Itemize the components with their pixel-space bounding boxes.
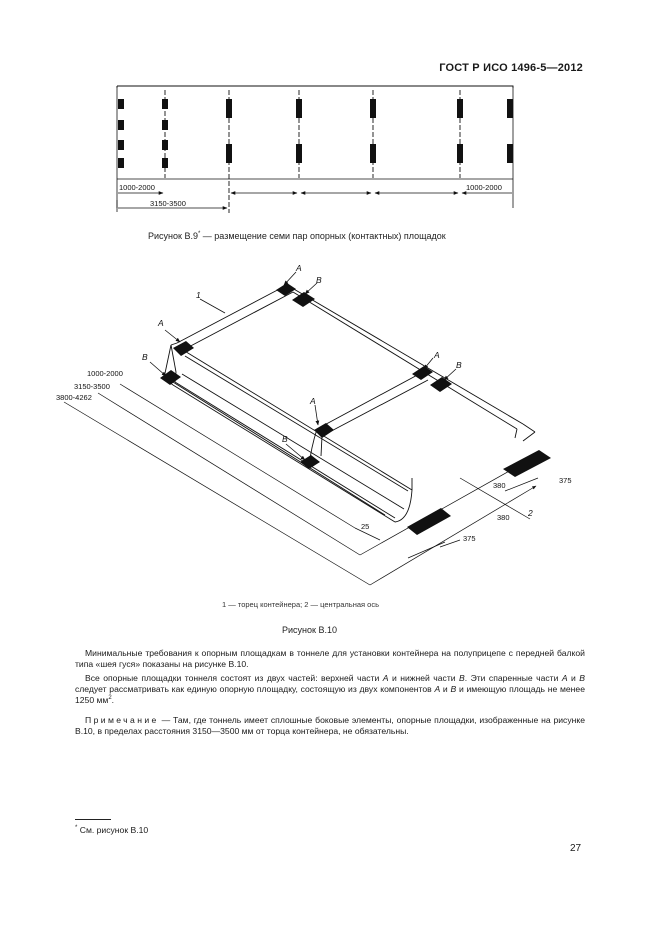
figure-b9-caption-mark: * (197, 231, 201, 237)
figure-b10-dims: 1000-2000 3150-3500 3800-4262 380 380 37… (56, 369, 572, 543)
footnote-divider (75, 819, 111, 820)
p2-text-f: и (440, 684, 451, 695)
p2-text-b: и нижней части (388, 673, 459, 683)
label-b-top: B (316, 275, 322, 285)
dim-3800-4262: 3800-4262 (56, 393, 92, 402)
label-a-top: A (295, 263, 302, 273)
label-b-left: B (142, 352, 148, 362)
figures-drawing: 1000-2000 3150-3500 1000-2000 (56, 85, 572, 586)
p2-italic-a3: А (434, 684, 441, 695)
footnote: * См. рисунок В.10 (75, 825, 148, 835)
dim-375-right: 375 (559, 476, 572, 485)
dim-380-upper: 380 (493, 481, 506, 490)
figure-b9-caption: Рисунок В.9* — размещение семи пар опорн… (148, 231, 446, 241)
p2-text-c: . Эти спаренные части (464, 673, 562, 683)
p2-italic-a1: А (382, 673, 389, 683)
label-b-mid: B (282, 434, 288, 444)
p2-italic-b2: В (579, 673, 585, 683)
note-label: Примечание (85, 715, 159, 725)
note-text: — Там, где тоннель имеет сплошные боковы… (75, 715, 585, 737)
p2-text-a: Все опорные площадки тоннеля состоят из … (85, 673, 383, 683)
label-a-right: A (433, 350, 440, 360)
p2-italic-b3: В (450, 684, 457, 695)
figure-b10-labels: 1 2 A B A B A B A B (142, 263, 533, 518)
note-paragraph: Примечание — Там, где тоннель имеет спло… (75, 715, 585, 737)
p2-text-g: и имеющую площадь не менее 1250 мм (75, 684, 585, 706)
dim-left-3150-3500: 3150-3500 (150, 199, 186, 208)
p2-italic-b1: В (459, 673, 465, 683)
label-b-right: B (456, 360, 462, 370)
p2-italic-a2: А (561, 673, 568, 683)
callout-1: 1 (196, 290, 201, 300)
figure-b9-caption-text: — размещение семи пар опорных (контактны… (200, 231, 446, 241)
footnote-text: См. рисунок В.10 (77, 825, 149, 835)
figure-b9 (116, 85, 514, 213)
dim-right-1000-2000: 1000-2000 (466, 183, 502, 192)
p2-text-end: . (111, 695, 115, 706)
p2-text-e: следует рассматривать как единую опорную… (75, 684, 435, 695)
figure-b10-caption: Рисунок В.10 (282, 625, 337, 635)
paragraph-pads: Все опорные площадки тоннеля состоят из … (75, 673, 585, 707)
figure-b9-caption-prefix: Рисунок В.9 (148, 231, 198, 241)
figure-b10-legend: 1 — торец контейнера; 2 — центральная ос… (222, 600, 380, 609)
dim-380-lower: 380 (497, 513, 510, 522)
dim-3150-3500: 3150-3500 (74, 382, 110, 391)
dim-25: 25 (361, 522, 369, 531)
label-a-mid: A (309, 396, 316, 406)
figure-b9-dims: 1000-2000 3150-3500 1000-2000 (119, 183, 502, 208)
label-a-left: A (157, 318, 164, 328)
footnote-mark: * (75, 825, 78, 831)
callout-2: 2 (527, 508, 533, 518)
document-header: ГОСТ Р ИСО 1496-5—2012 (439, 62, 583, 74)
dim-left-1000-2000: 1000-2000 (119, 183, 155, 192)
figure-b10-pads (160, 283, 551, 535)
paragraph-requirements: Минимальные требования к опорным площадк… (75, 648, 585, 670)
p2-superscript: 2 (108, 695, 112, 702)
dim-1000-2000: 1000-2000 (87, 369, 123, 378)
dim-375-bottom: 375 (463, 534, 476, 543)
p2-text-d: и (567, 673, 580, 683)
page-number: 27 (570, 843, 582, 854)
